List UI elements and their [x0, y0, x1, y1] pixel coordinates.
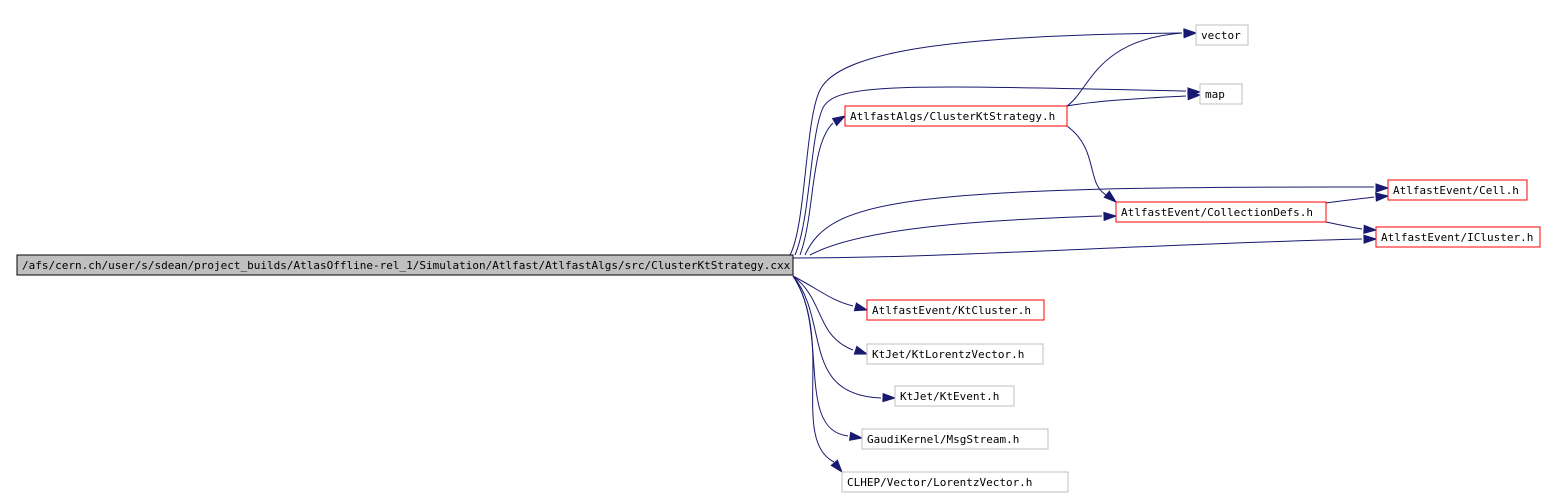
arrowhead-icon: [1363, 224, 1378, 235]
arrowhead-icon: [853, 345, 869, 355]
edge-root-to-ktcluster_h: [792, 275, 869, 312]
edge-root-to-icluster_h: [792, 234, 1378, 259]
edge-line: [792, 275, 835, 463]
edge-clusterkt_h-to-vector: [1066, 28, 1198, 107]
arrowhead-icon: [1363, 234, 1378, 244]
edge-line: [792, 275, 854, 307]
edges-layer: [789, 28, 1390, 474]
node-box: [1375, 226, 1541, 248]
node-label: /afs/cern.ch/user/s/sdean/project_builds…: [22, 259, 791, 272]
arrowhead-icon: [831, 115, 847, 127]
nodes-layer: /afs/cern.ch/user/s/sdean/project_builds…: [16, 24, 1541, 493]
node-box: [841, 471, 1069, 493]
node-box: [1195, 24, 1249, 46]
node-root: /afs/cern.ch/user/s/sdean/project_builds…: [16, 254, 794, 276]
arrowhead-icon: [882, 392, 897, 403]
edge-root-to-clusterkt_h: [799, 115, 847, 256]
node-box: [1115, 201, 1327, 223]
node-label: KtJet/KtLorentzVector.h: [872, 348, 1024, 361]
edge-root-to-msgstream_h: [792, 275, 864, 441]
arrowhead-icon: [1375, 192, 1390, 202]
node-icluster-h[interactable]: AtlfastEvent/ICluster.h: [1375, 226, 1541, 248]
node-map: map: [1199, 83, 1243, 105]
node-clusterkt-h[interactable]: AtlfastAlgs/ClusterKtStrategy.h: [844, 105, 1068, 127]
node-ktcluster-h[interactable]: AtlfastEvent/KtCluster.h: [866, 299, 1045, 321]
node-box: [844, 105, 1068, 127]
node-cell-h[interactable]: AtlfastEvent/Cell.h: [1387, 179, 1528, 201]
edge-collectiondefs_h-to-cell_h: [1325, 192, 1390, 204]
node-label: AtlfastEvent/ICluster.h: [1381, 231, 1533, 244]
node-box: [16, 254, 794, 276]
edge-clusterkt_h-to-map: [1066, 90, 1202, 107]
node-box: [894, 385, 1015, 407]
edge-line: [804, 186, 1375, 256]
edge-line: [809, 215, 1103, 256]
edge-root-to-ktevent_h: [792, 275, 897, 403]
edge-line: [799, 122, 834, 256]
edge-line: [792, 275, 882, 399]
node-box: [1199, 83, 1243, 105]
edge-line: [1325, 221, 1363, 230]
node-label: map: [1205, 88, 1225, 101]
arrowhead-icon: [830, 459, 844, 474]
edge-root-to-collectiondefs_h: [809, 211, 1118, 256]
node-label: KtJet/KtEvent.h: [900, 390, 999, 403]
edge-line: [789, 32, 1183, 256]
edge-root-to-ktlorentz_h: [792, 275, 869, 355]
node-label: vector: [1201, 29, 1241, 42]
node-vector: vector: [1195, 24, 1249, 46]
arrowhead-icon: [1187, 90, 1202, 101]
edge-root-to-clhep_h: [792, 275, 844, 474]
arrowhead-icon: [1103, 211, 1118, 222]
node-ktlorentz-h: KtJet/KtLorentzVector.h: [866, 343, 1044, 365]
edge-line: [792, 238, 1363, 259]
node-label: AtlfastEvent/KtCluster.h: [872, 304, 1031, 317]
edge-line: [1325, 196, 1375, 204]
arrowhead-icon: [1375, 183, 1390, 193]
node-box: [1387, 179, 1528, 201]
node-label: AtlfastEvent/Cell.h: [1393, 184, 1519, 197]
edge-root-to-cell_h: [804, 183, 1390, 256]
edge-line: [1066, 95, 1187, 107]
node-box: [866, 343, 1044, 365]
arrowhead-icon: [848, 431, 864, 441]
node-collectiondefs-h[interactable]: AtlfastEvent/CollectionDefs.h: [1115, 201, 1327, 223]
arrowhead-icon: [1183, 28, 1198, 39]
node-box: [866, 299, 1045, 321]
edge-collectiondefs_h-to-icluster_h: [1325, 221, 1378, 235]
node-label: GaudiKernel/MsgStream.h: [867, 433, 1019, 446]
arrowhead-icon: [1103, 190, 1118, 204]
node-label: AtlfastEvent/CollectionDefs.h: [1121, 206, 1313, 219]
node-label: CLHEP/Vector/LorentzVector.h: [847, 476, 1032, 489]
node-label: AtlfastAlgs/ClusterKtStrategy.h: [850, 110, 1055, 123]
edge-line: [1066, 32, 1183, 107]
edge-line: [792, 275, 854, 351]
node-clhep-h: CLHEP/Vector/LorentzVector.h: [841, 471, 1069, 493]
edge-clusterkt_h-to-collectiondefs_h: [1066, 125, 1118, 204]
edge-line: [1066, 125, 1109, 197]
edge-line: [792, 275, 849, 437]
arrowhead-icon: [853, 302, 869, 312]
edge-line: [794, 86, 1187, 256]
node-box: [861, 428, 1049, 450]
node-ktevent-h: KtJet/KtEvent.h: [894, 385, 1015, 407]
node-msgstream-h: GaudiKernel/MsgStream.h: [861, 428, 1049, 450]
